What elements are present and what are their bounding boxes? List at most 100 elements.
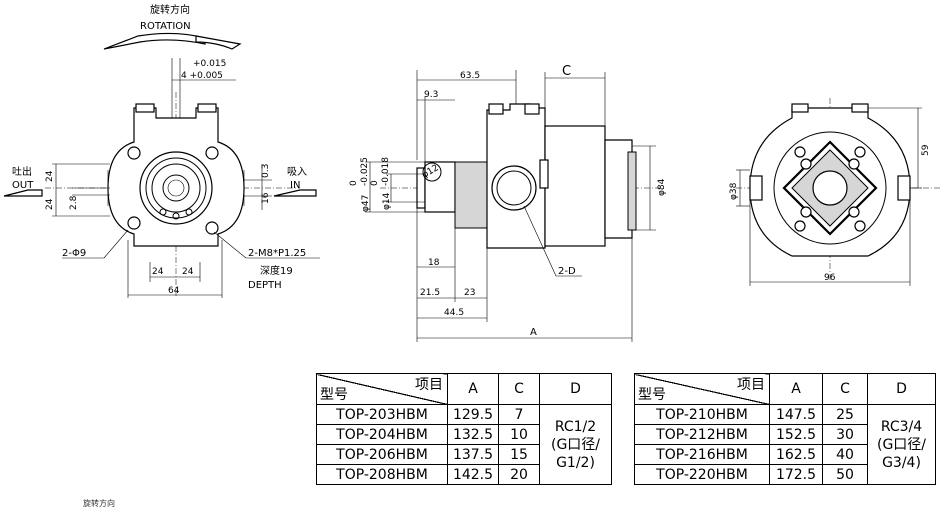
cover-body (544, 125, 606, 247)
table-right-c: 40 (822, 444, 868, 465)
front-bolt-hole (205, 221, 219, 235)
table-right-d-line2: (G口径/ (876, 436, 927, 453)
rear-view: 59 φ38 96 (729, 98, 940, 286)
dim-64: 64 (168, 286, 180, 296)
table-right-model: TOP-210HBM (634, 404, 770, 425)
inlet-cn-label: 吸入 (287, 167, 307, 178)
rotation-arrow-icon (103, 32, 206, 50)
dim-c: C (562, 64, 571, 79)
outlet-arrow-icon (3, 189, 43, 197)
outlet-en-label: OUT (12, 180, 34, 191)
table-left-corner-header: 项目 型号 (316, 373, 448, 405)
dim-23: 23 (464, 288, 475, 298)
table-left-a: 132.5 (447, 424, 499, 445)
table-right-d-line3: G3/4) (882, 454, 921, 471)
table-left-a: 137.5 (447, 444, 499, 465)
table-left-c: 15 (498, 444, 540, 465)
dim-9-3: 9.3 (424, 90, 438, 100)
dim-21-5: 21.5 (420, 288, 440, 298)
key-tolerance-lower: 4 +0.005 (181, 71, 223, 81)
table-right-a: 147.5 (769, 404, 823, 425)
table-right-a: 152.5 (769, 424, 823, 445)
rotation-en-label: ROTATION (140, 21, 191, 32)
dim-phi38: φ38 (729, 182, 739, 200)
table-left-d: RC1/2 (G口径/ G1/2) (539, 404, 612, 485)
rotation-cn-label: 旋转方向 (150, 3, 190, 16)
key-diameter: φ14 (382, 192, 392, 210)
depth-cn-label: 深度19 (260, 264, 293, 277)
table-right-model: TOP-220HBM (634, 464, 770, 485)
key-tolerance-zero: 0 (370, 180, 380, 186)
table-right-d-line1: RC3/4 (880, 418, 923, 435)
table-right-corner-header: 项目 型号 (634, 373, 770, 405)
side-view: 63.5 C 9.3 0 -0.025 φ47 0 -0.018 φ14 φ12… (349, 64, 667, 342)
table-right-model: TOP-216HBM (634, 444, 770, 465)
table-left-col-c: C (498, 373, 540, 405)
table-left-a: 142.5 (447, 464, 499, 485)
front-lug-left (135, 103, 155, 113)
port-circle (491, 165, 537, 211)
inlet-arrow-icon (273, 189, 317, 197)
tap-2m8-callout: 2-M8*P1.25 (248, 248, 306, 259)
hole-2phi9-callout: 2-Φ9 (62, 248, 86, 259)
rotation-arrow-head-icon (195, 35, 242, 50)
port-2d-callout: 2-D (558, 266, 576, 277)
table-right-model: TOP-212HBM (634, 424, 770, 445)
table-left-c: 10 (498, 424, 540, 445)
shaft-tolerance-zero: 0 (349, 180, 359, 186)
front-bolt-hole (205, 146, 219, 160)
inlet-en-label: IN (290, 180, 300, 191)
dim-44-5: 44.5 (444, 308, 464, 318)
front-flange-circle (139, 151, 213, 225)
table-left-d-line3: G1/2) (556, 454, 595, 471)
footer-rotation-label: 旋转方向 (83, 499, 115, 508)
table-left-model: TOP-203HBM (316, 404, 448, 425)
table-right-col-a: A (769, 373, 823, 405)
rear-body-circle (773, 131, 887, 245)
shaft-detail-circle (422, 162, 442, 182)
table-left-d-line1: RC1/2 (554, 418, 597, 435)
dim-0-3: 0.3 (261, 164, 271, 178)
rear-port-circle (812, 170, 848, 206)
dim-63-5: 63.5 (460, 71, 480, 81)
dim-18: 18 (428, 258, 440, 268)
table-left-col-d: D (539, 373, 612, 405)
dim-16: 16 (261, 192, 271, 204)
dim-a: A (530, 327, 537, 338)
table-left-header-item: 项目 (415, 377, 443, 393)
table-left-a: 129.5 (447, 404, 499, 425)
flange (454, 161, 488, 229)
table-right-col-c: C (822, 373, 868, 405)
front-bolt-hole (127, 216, 141, 230)
outlet-cn-label: 吐出 (12, 165, 32, 178)
key-tolerance-minus: -0.018 (381, 157, 391, 186)
shaft-tolerance-minus: -0.025 (360, 157, 370, 186)
table-right-c: 30 (822, 424, 868, 445)
front-bolt-hole (127, 146, 141, 160)
table-right-a: 162.5 (769, 444, 823, 465)
table-right-d: RC3/4 (G口径/ G3/4) (867, 404, 936, 485)
table-right-c: 25 (822, 404, 868, 425)
table-left-model: TOP-206HBM (316, 444, 448, 465)
table-right-header-item: 项目 (737, 377, 765, 393)
dim-24-left: 24 (45, 170, 55, 182)
table-left-c: 7 (498, 404, 540, 425)
table-left-model: TOP-208HBM (316, 464, 448, 485)
table-left-d-line2: (G口径/ (550, 436, 601, 453)
dim-phi84: φ84 (657, 178, 667, 196)
dim-24-left-lower: 24 (45, 198, 55, 210)
front-view: 旋转方向 ROTATION +0.015 4 +0.005 (3, 3, 320, 298)
table-left-col-a: A (447, 373, 499, 405)
shaft-diameter: φ47 (361, 195, 371, 212)
table-right-col-d: D (867, 373, 936, 405)
table-right-header-model: 型号 (638, 387, 666, 403)
spec-table-right: 项目 型号 A C D TOP-210HBM 147.5 25 RC3/4 (G… (634, 373, 936, 485)
table-right-a: 172.5 (769, 464, 823, 485)
key-tolerance-upper: +0.015 (193, 59, 226, 69)
front-lug-right (197, 103, 217, 113)
front-shaft-circle (162, 174, 190, 202)
dim-59: 59 (921, 144, 931, 156)
table-left-header-model: 型号 (320, 387, 348, 403)
dim-24-bottom-b: 24 (182, 267, 194, 277)
